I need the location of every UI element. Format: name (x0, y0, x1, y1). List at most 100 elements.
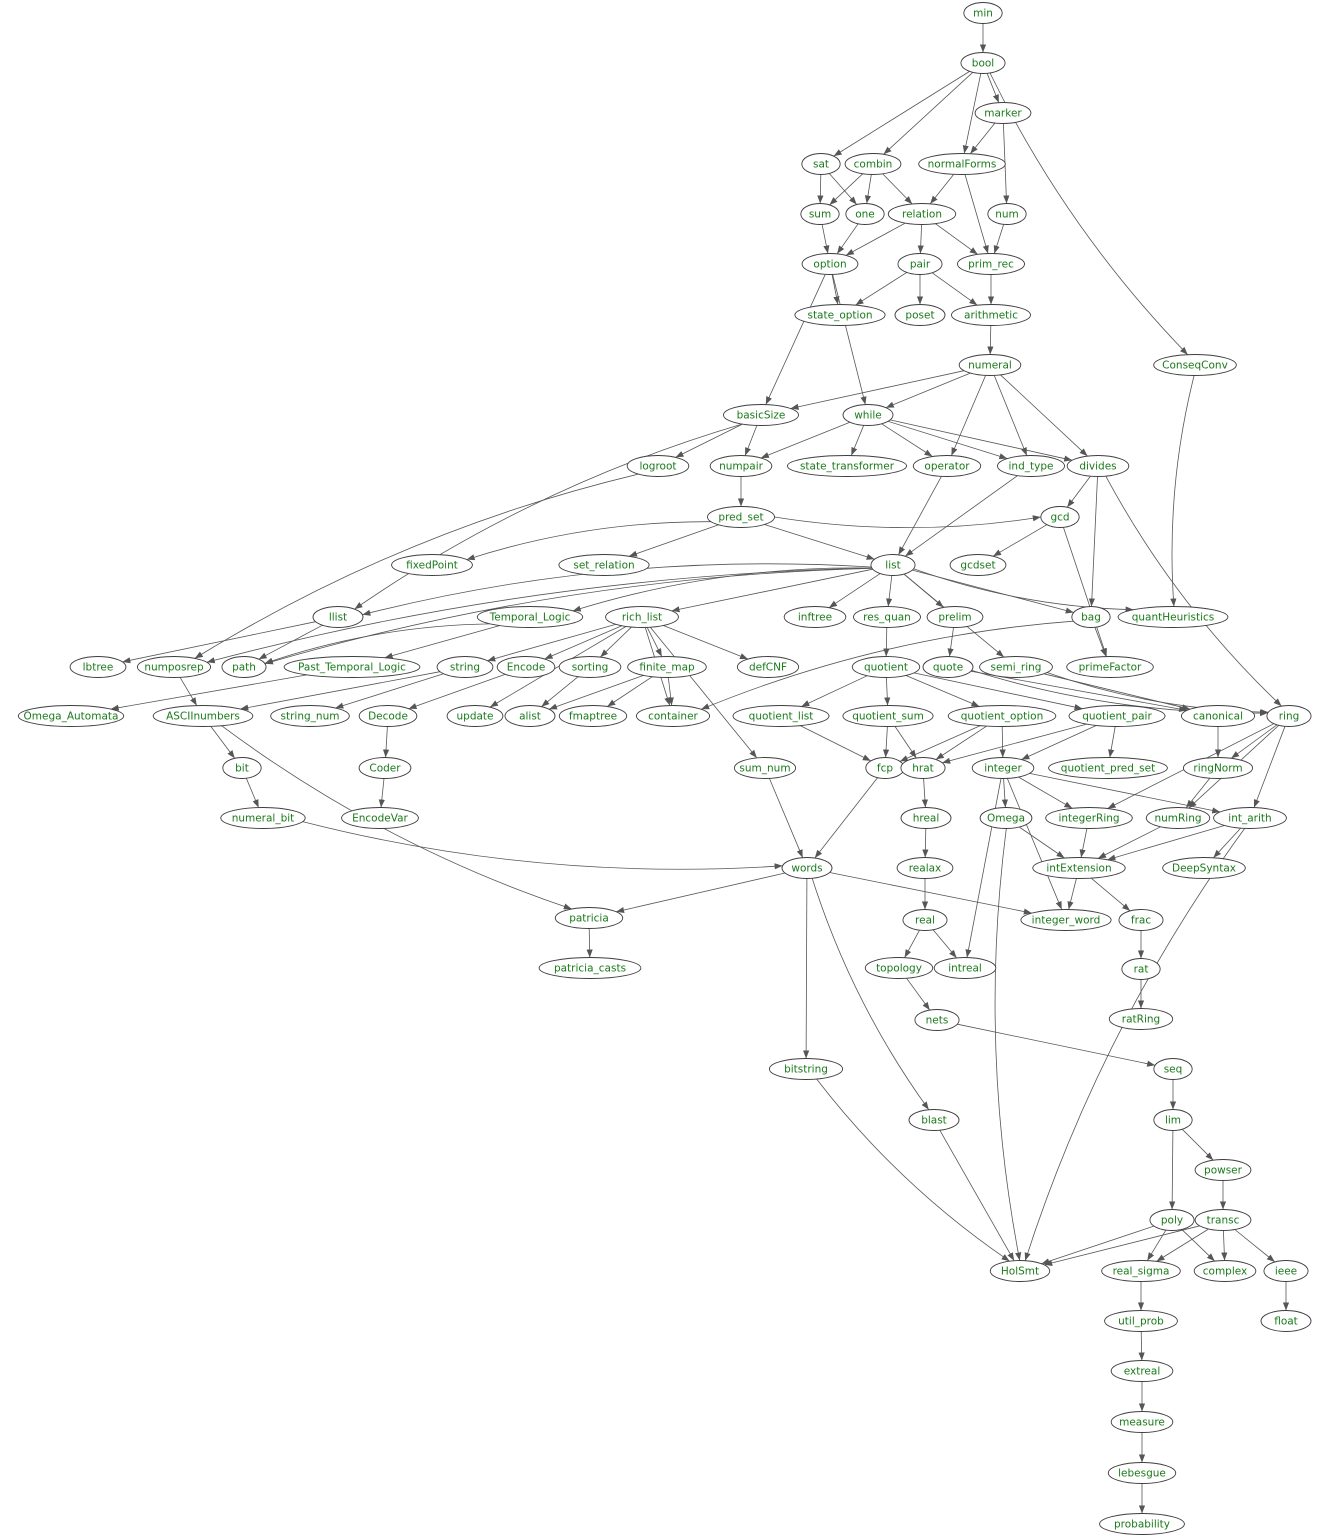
graph-node-gcdset[interactable]: gcdset (949, 554, 1007, 576)
graph-node-probability[interactable]: probability (1099, 1513, 1185, 1535)
graph-node-normalForms[interactable]: normalForms (918, 153, 1006, 175)
graph-node-intExtension[interactable]: intExtension (1032, 857, 1126, 879)
graph-node-quotient_pair[interactable]: quotient_pair (1068, 705, 1166, 727)
graph-node-path[interactable]: path (221, 656, 267, 678)
graph-node-ASCIInumbers[interactable]: ASCIInumbers (152, 705, 254, 727)
graph-node-nets[interactable]: nets (914, 1009, 960, 1031)
graph-node-quotient[interactable]: quotient (851, 656, 921, 678)
graph-node-realax[interactable]: realax (896, 857, 954, 879)
graph-node-ind_type[interactable]: ind_type (997, 455, 1065, 477)
graph-node-bitstring[interactable]: bitstring (768, 1058, 844, 1080)
graph-node-canonical[interactable]: canonical (1180, 705, 1256, 727)
graph-node-fcp[interactable]: fcp (865, 757, 905, 779)
graph-node-integer[interactable]: integer (971, 757, 1035, 779)
graph-node-prelim[interactable]: prelim (926, 606, 984, 628)
graph-node-logroot[interactable]: logroot (626, 455, 690, 477)
graph-node-sum[interactable]: sum (800, 203, 840, 225)
graph-node-Temporal_Logic[interactable]: Temporal_Logic (476, 606, 584, 628)
graph-node-Past_Temporal_Logic[interactable]: Past_Temporal_Logic (283, 656, 421, 678)
graph-node-semi_ring[interactable]: semi_ring (979, 656, 1053, 678)
graph-node-transc[interactable]: transc (1194, 1209, 1252, 1231)
graph-node-quotient_list[interactable]: quotient_list (732, 705, 830, 727)
graph-node-intreal[interactable]: intreal (933, 957, 997, 979)
graph-node-words[interactable]: words (781, 857, 833, 879)
graph-node-lebesgue[interactable]: lebesgue (1107, 1462, 1177, 1484)
graph-node-string[interactable]: string (436, 656, 494, 678)
graph-node-pred_set[interactable]: pred_set (707, 506, 775, 528)
graph-node-numpair[interactable]: numpair (709, 455, 773, 477)
graph-node-extreal[interactable]: extreal (1110, 1360, 1174, 1382)
graph-node-min[interactable]: min (963, 2, 1003, 24)
graph-node-option[interactable]: option (801, 253, 859, 275)
graph-node-fmaptree[interactable]: fmaptree (558, 705, 628, 727)
graph-node-relation[interactable]: relation (887, 203, 957, 225)
graph-node-patricia_casts[interactable]: patricia_casts (538, 957, 642, 979)
graph-node-container[interactable]: container (635, 705, 711, 727)
graph-node-lbtree[interactable]: lbtree (69, 656, 127, 678)
graph-node-ring[interactable]: ring (1266, 705, 1312, 727)
graph-node-numposrep[interactable]: numposrep (136, 656, 212, 678)
graph-node-poly[interactable]: poly (1149, 1209, 1195, 1231)
graph-node-quote[interactable]: quote (922, 656, 974, 678)
graph-node-DeepSyntax[interactable]: DeepSyntax (1162, 857, 1246, 879)
graph-node-Encode[interactable]: Encode (496, 656, 556, 678)
graph-node-state_transformer[interactable]: state_transformer (786, 455, 908, 477)
graph-node-pair[interactable]: pair (897, 253, 943, 275)
graph-node-sorting[interactable]: sorting (558, 656, 622, 678)
graph-node-numeral_bit[interactable]: numeral_bit (220, 807, 306, 829)
graph-node-marker[interactable]: marker (974, 102, 1032, 124)
graph-node-hrat[interactable]: hrat (900, 757, 946, 779)
graph-node-state_option[interactable]: state_option (794, 304, 886, 326)
graph-node-bool[interactable]: bool (960, 52, 1006, 74)
graph-node-blast[interactable]: blast (908, 1109, 960, 1131)
graph-node-bit[interactable]: bit (222, 757, 262, 779)
graph-node-bag[interactable]: bag (1071, 606, 1111, 628)
graph-node-while[interactable]: while (842, 404, 894, 426)
graph-node-rat[interactable]: rat (1121, 958, 1161, 980)
graph-node-defCNF[interactable]: defCNF (736, 656, 800, 678)
graph-node-one[interactable]: one (845, 203, 885, 225)
graph-node-HolSmt[interactable]: HolSmt (989, 1260, 1051, 1282)
graph-node-numRing[interactable]: numRing (1145, 807, 1211, 829)
graph-node-quotient_sum[interactable]: quotient_sum (842, 705, 934, 727)
graph-node-seq[interactable]: seq (1153, 1058, 1193, 1080)
graph-node-llist[interactable]: llist (312, 606, 364, 628)
graph-node-operator[interactable]: operator (912, 455, 982, 477)
graph-node-quotient_option[interactable]: quotient_option (947, 705, 1057, 727)
graph-node-Omega[interactable]: Omega (979, 807, 1033, 829)
graph-node-integer_word[interactable]: integer_word (1020, 909, 1112, 931)
graph-node-combin[interactable]: combin (844, 153, 902, 175)
graph-node-arithmetic[interactable]: arithmetic (951, 304, 1031, 326)
graph-node-hreal[interactable]: hreal (900, 807, 952, 829)
graph-node-lim[interactable]: lim (1153, 1109, 1193, 1131)
graph-node-measure[interactable]: measure (1110, 1411, 1174, 1433)
graph-node-sum_num[interactable]: sum_num (733, 757, 797, 779)
graph-node-real[interactable]: real (902, 909, 948, 931)
graph-node-set_relation[interactable]: set_relation (558, 554, 650, 576)
graph-node-fixedPoint[interactable]: fixedPoint (391, 554, 473, 576)
graph-node-list[interactable]: list (870, 554, 916, 576)
graph-node-update[interactable]: update (446, 705, 504, 727)
graph-node-ringNorm[interactable]: ringNorm (1182, 757, 1254, 779)
graph-node-patricia[interactable]: patricia (554, 907, 624, 929)
graph-node-poset[interactable]: poset (894, 304, 946, 326)
graph-node-string_num[interactable]: string_num (270, 705, 350, 727)
graph-node-Coder[interactable]: Coder (358, 757, 412, 779)
graph-node-integerRing[interactable]: integerRing (1045, 807, 1133, 829)
graph-node-frac[interactable]: frac (1118, 909, 1164, 931)
graph-node-quantHeuristics[interactable]: quantHeuristics (1117, 606, 1229, 628)
graph-node-Decode[interactable]: Decode (358, 705, 418, 727)
graph-node-quotient_pred_set[interactable]: quotient_pred_set (1048, 757, 1168, 779)
graph-node-numeral[interactable]: numeral (958, 354, 1022, 376)
graph-node-sat[interactable]: sat (801, 153, 841, 175)
graph-node-divides[interactable]: divides (1066, 455, 1130, 477)
graph-node-powser[interactable]: powser (1194, 1159, 1252, 1181)
graph-node-util_prob[interactable]: util_prob (1104, 1310, 1178, 1332)
graph-node-real_sigma[interactable]: real_sigma (1101, 1260, 1181, 1282)
graph-node-inftree[interactable]: inftree (783, 606, 847, 628)
graph-node-complex[interactable]: complex (1193, 1260, 1257, 1282)
graph-node-float[interactable]: float (1260, 1310, 1312, 1332)
graph-node-primeFactor[interactable]: primeFactor (1066, 656, 1154, 678)
graph-node-Omega_Automata[interactable]: Omega_Automata (17, 705, 125, 727)
graph-node-ConseqConv[interactable]: ConseqConv (1153, 354, 1237, 376)
